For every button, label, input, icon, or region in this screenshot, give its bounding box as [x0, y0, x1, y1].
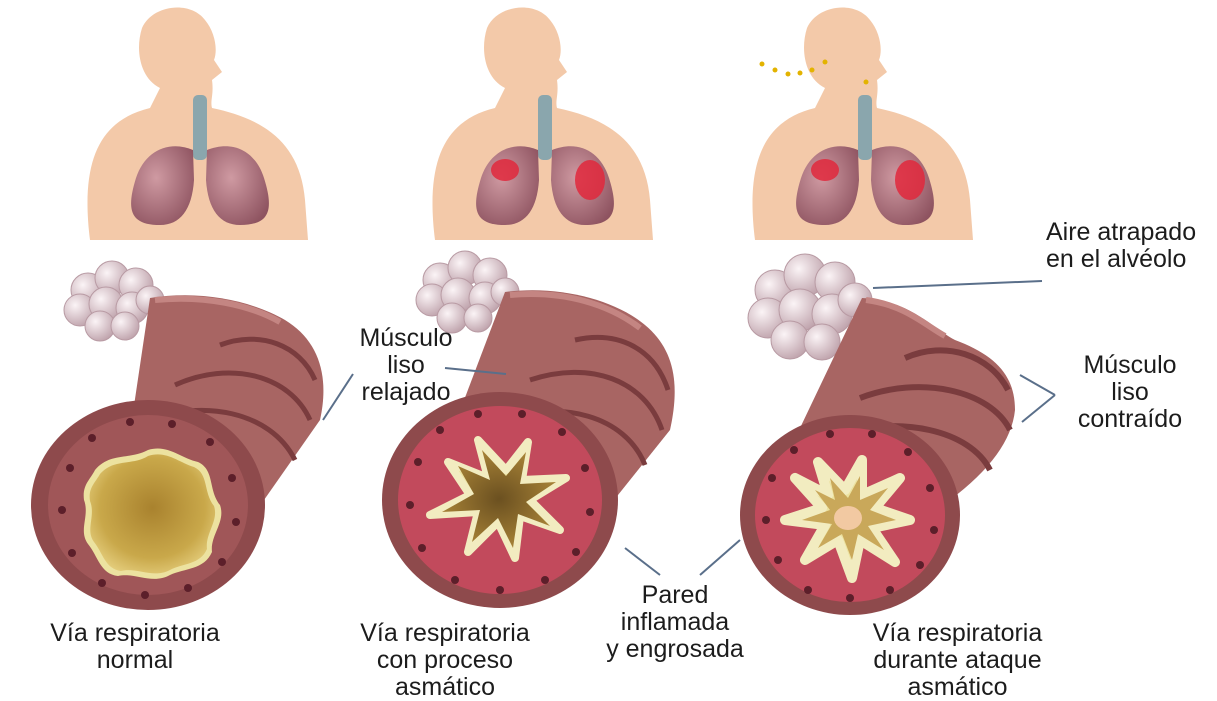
caption-attack: Vía respiratoria durante ataque asmático: [830, 620, 1085, 701]
caption-asthmatic: Vía respiratoria con proceso asmático: [325, 620, 565, 701]
figure-asthmatic-body: [433, 8, 654, 240]
airway-asthmatic: [382, 251, 675, 608]
airway-normal: [31, 261, 323, 610]
label-aire-atrapado: Aire atrapado en el alvéolo: [1046, 219, 1217, 273]
label-musculo-contraido: Músculo liso contraído: [1050, 352, 1210, 433]
label-pared: Pared inflamada y engrosada: [575, 582, 775, 663]
figure-attack-body: [753, 8, 974, 240]
figure-normal-body: [88, 8, 309, 240]
airway-attack: [740, 254, 1015, 615]
caption-normal: Vía respiratoria normal: [0, 620, 270, 674]
label-musculo-relajado: Músculo liso relajado: [336, 325, 476, 406]
